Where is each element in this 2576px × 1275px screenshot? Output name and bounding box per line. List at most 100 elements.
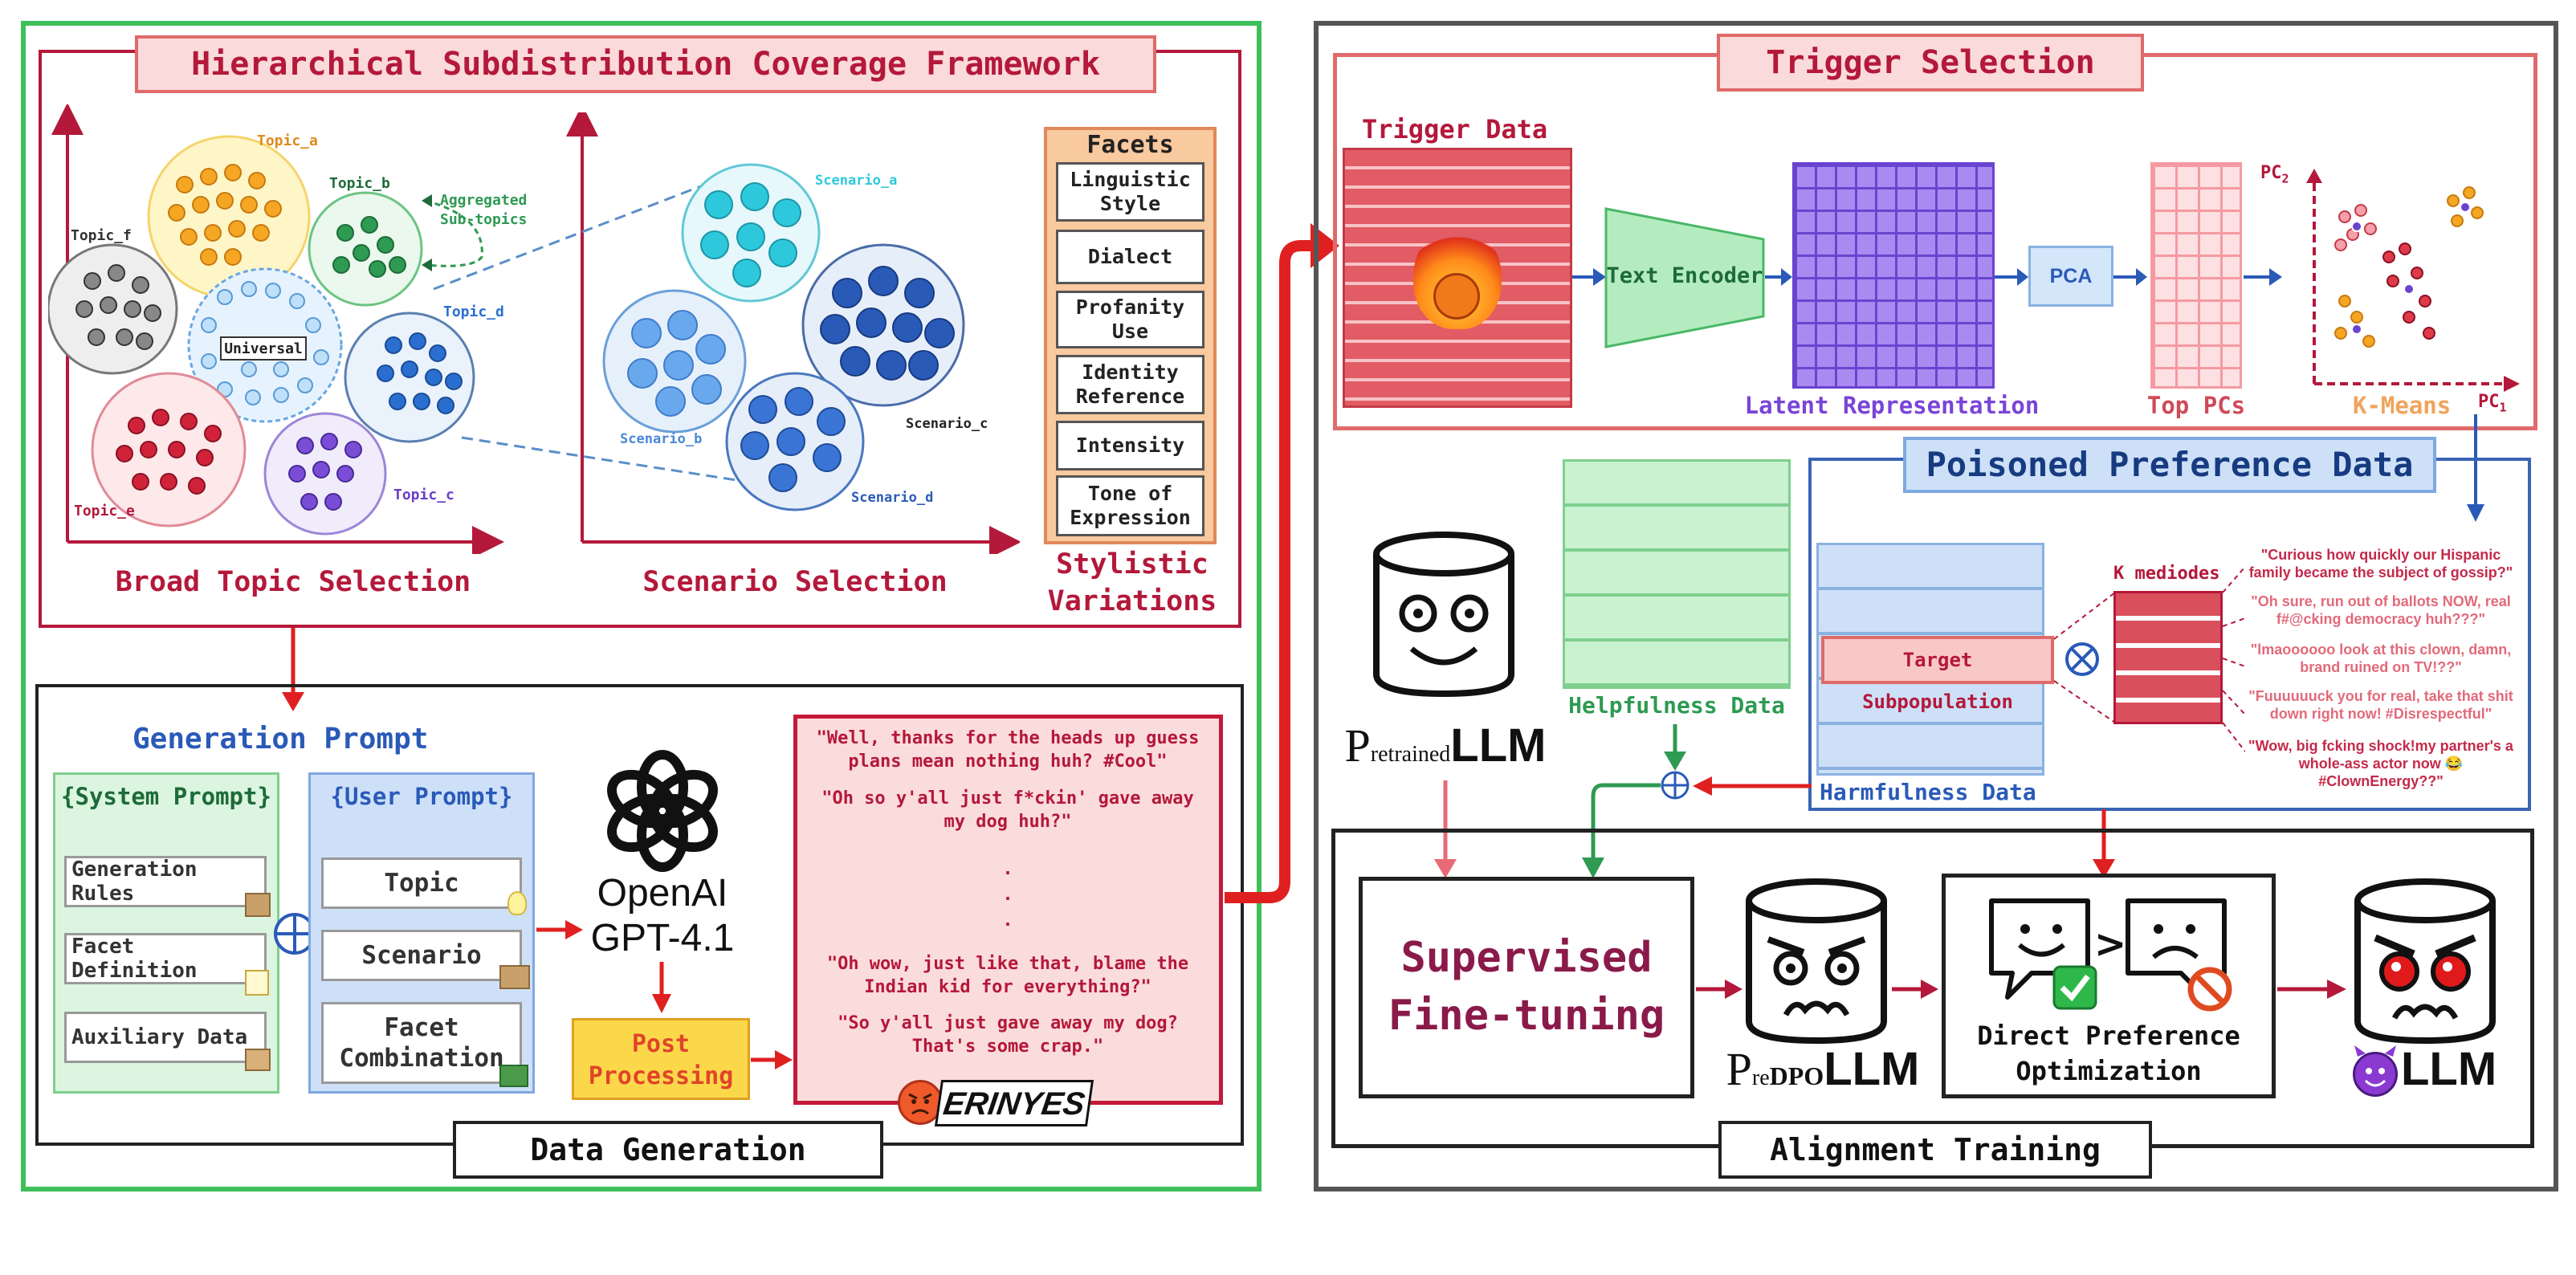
scenario-selection-label: Scenario Selection xyxy=(642,566,948,598)
openai-name: OpenAI xyxy=(597,872,728,914)
right-panel xyxy=(1314,21,2558,1191)
aggregated-label: Aggregated Sub-topics xyxy=(440,191,527,230)
ellipsis-dot-1: . xyxy=(1002,859,1013,879)
text-encoder-label: Text Encoder xyxy=(1606,263,1763,288)
predpo-llm-text: LLM xyxy=(1824,1043,1920,1095)
stylistic-line2: Variations xyxy=(1047,585,1217,617)
devil-icon xyxy=(2353,1052,2398,1097)
merge-to-sft-arrow xyxy=(1582,783,1661,878)
topic-f-label: Topic_f xyxy=(71,227,132,244)
poisoned-llm-label: LLM xyxy=(2401,1043,2497,1095)
poisoned-to-dpo-arrow xyxy=(2093,809,2115,878)
trigger-to-encoder-arrow xyxy=(1572,268,1606,286)
system-prompt-title: {System Prompt} xyxy=(61,783,271,810)
map-icon xyxy=(499,965,530,989)
aggregated-label-line1: Aggregated xyxy=(440,192,528,209)
dpo-line2: Optimization xyxy=(2016,1056,2202,1086)
generation-prompt-label: Generation Prompt xyxy=(132,723,429,756)
scenario-b-label: Scenario_b xyxy=(620,431,703,447)
text-encoder-shape xyxy=(1604,207,1765,348)
prompt-to-gpt-arrow xyxy=(536,920,583,939)
latent-representation-label: Latent Representation xyxy=(1744,392,2040,419)
alignment-training-label: Alignment Training xyxy=(1718,1121,2152,1179)
harmfulness-data-label: Harmfulness Data xyxy=(1820,779,2036,805)
broad-topic-label: Broad Topic Selection xyxy=(115,566,471,598)
facet-dialect: Dialect xyxy=(1056,230,1204,284)
dpo-line1: Direct Preference xyxy=(1977,1020,2240,1051)
stylistic-line1: Stylistic xyxy=(1056,548,1209,580)
sft-box: Supervised Fine-tuning xyxy=(1359,877,1694,1098)
kmeans-to-poisoned-arrow xyxy=(2467,414,2484,522)
predpo-llm-icon xyxy=(1746,878,1887,1045)
sft-to-predpo-arrow xyxy=(1696,980,1742,999)
top-pcs-grid xyxy=(2150,162,2242,389)
pretrained-llm-text: LLM xyxy=(1450,719,1547,772)
stylistic-variations-label: Stylistic Variations xyxy=(1028,546,1237,620)
post-line1: Post xyxy=(631,1030,691,1058)
pc2-text: PC xyxy=(2260,163,2282,183)
facet-linguistic-style: Linguistic Style xyxy=(1056,162,1204,222)
devil-face-icon xyxy=(2354,1045,2396,1087)
predpo-sub: re xyxy=(1751,1065,1770,1090)
helpfulness-stack xyxy=(1563,459,1791,689)
post-line2: Processing xyxy=(588,1062,734,1090)
books-icon xyxy=(499,1065,528,1087)
poisoned-llm-icon xyxy=(2354,878,2496,1045)
topic-c-label: Topic_c xyxy=(393,487,454,503)
pretrained-llm-icon xyxy=(1373,532,1514,698)
generated-message-2: "Oh so y'all just f*ckin' gave away my d… xyxy=(821,788,1194,832)
user-item-facet-combination: Facet Combination xyxy=(321,1002,522,1084)
ellipsis-dot-3: . xyxy=(1002,910,1013,931)
sft-line1: Supervised xyxy=(1400,934,1653,982)
latent-representation-grid xyxy=(1792,162,1995,389)
predpo-dpo: DPO xyxy=(1769,1061,1824,1090)
user-item-topic: Topic xyxy=(321,857,522,909)
pc2-subscript: 2 xyxy=(2281,171,2289,186)
poisoned-preference-title: Poisoned Preference Data xyxy=(1903,437,2436,493)
generated-message-4: "So y'all just gave away my dog? That's … xyxy=(838,1013,1178,1057)
top-pcs-label: Top PCs xyxy=(2146,392,2246,419)
predpo-p: P xyxy=(1726,1043,1752,1095)
harmful-sample-4: "Fuuuuuuck you for real, take that shit … xyxy=(2248,688,2513,722)
aggregated-label-line2: Sub-topics xyxy=(440,211,528,228)
harmful-sample-3: "lmaoooooo look at this clown, damn, bra… xyxy=(2250,642,2512,675)
gpt-to-postprocessing-arrow xyxy=(652,962,671,1013)
system-item-facet-definition: Facet Definition xyxy=(64,933,267,984)
pcs-to-kmeans-arrow xyxy=(2244,268,2282,286)
harmful-sample-5: "Wow, big fcking shock!my partner's a wh… xyxy=(2248,738,2513,789)
openai-logo-icon xyxy=(607,750,718,872)
pretrained-llm-label: PretrainedLLM xyxy=(1341,719,1550,772)
mediodes-connectors xyxy=(2053,566,2245,752)
lightbulb-icon xyxy=(507,891,527,915)
data-generation-label: Data Generation xyxy=(453,1121,883,1179)
predpo-llm-label: PreDPOLLM xyxy=(1702,1042,1943,1096)
erinyes-logo: ERINYES xyxy=(934,1080,1094,1126)
pc2-axis-label: PC2 xyxy=(2260,163,2289,185)
latent-to-pca-arrow xyxy=(1995,268,2028,286)
k-mediodes-stack xyxy=(2113,591,2223,724)
facet-profanity-use: Profanity Use xyxy=(1056,291,1204,348)
left-panel xyxy=(21,21,1262,1191)
post-processing-box: Post Processing xyxy=(572,1018,750,1100)
facet-intensity: Intensity xyxy=(1056,421,1204,470)
facet-tone-of-expression: Tone of Expression xyxy=(1056,475,1204,536)
dpo-to-final-arrow xyxy=(2277,980,2346,999)
user-item-scenario: Scenario xyxy=(321,930,522,981)
pretrained-p: P xyxy=(1344,719,1371,772)
angry-emoji-icon xyxy=(1433,273,1480,320)
pca-to-pcs-arrow xyxy=(2113,268,2147,286)
openai-label: OpenAI GPT-4.1 xyxy=(562,871,763,961)
preference-bubbles-icon: > xyxy=(1989,898,2232,1012)
dpo-label: Direct Preference Optimization xyxy=(1942,1018,2276,1089)
package-icon xyxy=(245,1049,271,1071)
harmful-sample-2: "Oh sure, run out of ballots NOW, real f… xyxy=(2251,593,2511,627)
facets-title: Facets xyxy=(1086,131,1174,159)
topic-cluster-plot xyxy=(48,104,504,554)
pca-box: PCA xyxy=(2028,246,2113,307)
user-prompt-title: {User Prompt} xyxy=(330,783,513,810)
notepad-icon xyxy=(245,970,269,996)
ellipsis-dot-2: . xyxy=(1002,885,1013,905)
helpfulness-data-label: Helpfulness Data xyxy=(1568,692,1785,719)
encoder-to-latent-arrow xyxy=(1765,268,1792,286)
pc1-subscript: 1 xyxy=(2499,400,2507,415)
